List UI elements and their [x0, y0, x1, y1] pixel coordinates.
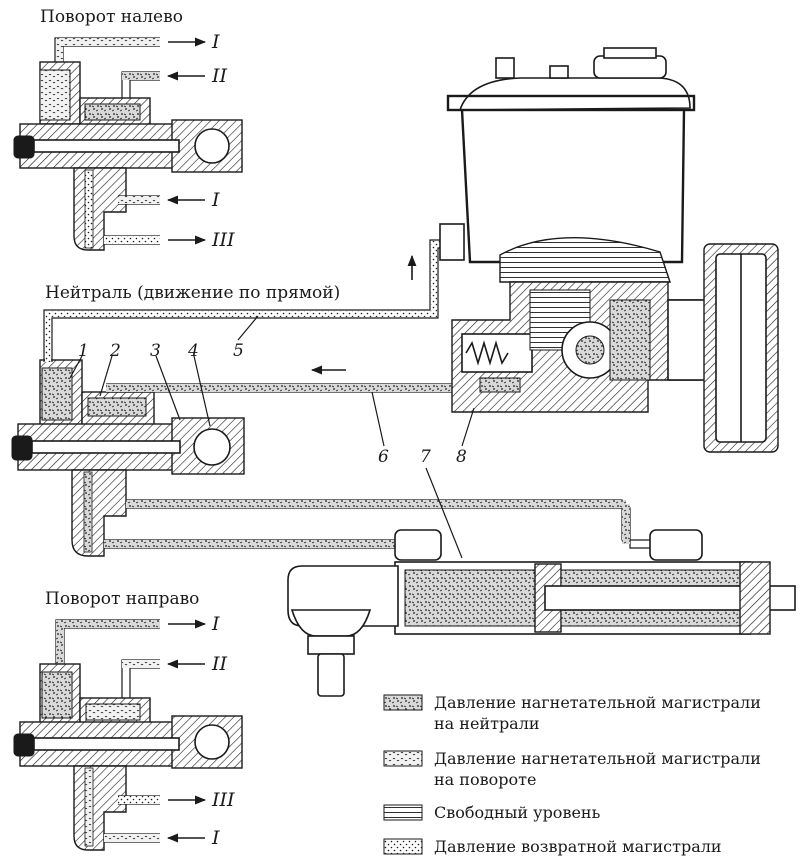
callout-1: 1 [78, 341, 89, 361]
legend-swatch-turn-pressure [383, 750, 423, 767]
label-III-bottom: III [211, 789, 235, 811]
valve-left-turn [13, 37, 243, 251]
title-left-turn: Поворот налево [40, 7, 183, 27]
legend-item-return-pressure: Давление возвратной магистрали [383, 837, 722, 856]
valve-right-turn [13, 619, 243, 851]
pipes-to-cylinder [104, 499, 650, 549]
pipe-6-pressure [106, 365, 470, 393]
callout-lines [69, 315, 475, 559]
legend-swatch-return-pressure [383, 838, 423, 855]
label-III-top: III [211, 229, 235, 251]
legend-text-4: Давление возвратной магистрали [434, 837, 722, 856]
legend-text-2a: Давление нагнетательной магистрали [434, 749, 761, 768]
callout-4: 4 [187, 341, 199, 361]
legend-swatch-free-level [383, 804, 423, 821]
label-II-top: II [211, 65, 228, 87]
legend-text-3: Свободный уровень [434, 803, 601, 822]
legend-swatch-neutral-pressure [383, 694, 423, 711]
label-I-bottom-1: I [211, 613, 220, 635]
label-II-bottom: II [211, 653, 228, 675]
power-cylinder [287, 529, 796, 697]
legend: Давление нагнетательной магистрали на не… [383, 693, 761, 856]
reservoir [439, 47, 696, 283]
callout-5: 5 [233, 341, 244, 361]
callout-3: 3 [150, 341, 161, 361]
pump-pulley [667, 243, 779, 453]
callout-7: 7 [420, 447, 431, 467]
label-I-top-1: I [211, 31, 220, 53]
pump-body [451, 281, 701, 413]
legend-text-2b: на повороте [434, 770, 536, 789]
title-right-turn: Поворот направо [45, 589, 199, 609]
callout-6: 6 [378, 447, 389, 467]
legend-text-1b: на нейтрали [434, 714, 540, 733]
callout-8: 8 [456, 447, 467, 467]
legend-text-1a: Давление нагнетательной магистрали [434, 693, 761, 712]
title-neutral: Нейтраль (движение по прямой) [45, 283, 340, 303]
label-I-bottom-2: I [211, 827, 220, 849]
legend-item-turn-pressure: Давление нагнетательной магистрали на по… [383, 749, 761, 789]
label-I-top-2: I [211, 189, 220, 211]
valve-neutral [11, 359, 245, 557]
callout-2: 2 [109, 341, 121, 361]
legend-item-free-level: Свободный уровень [383, 803, 601, 822]
legend-item-neutral-pressure: Давление нагнетательной магистрали на не… [383, 693, 761, 733]
